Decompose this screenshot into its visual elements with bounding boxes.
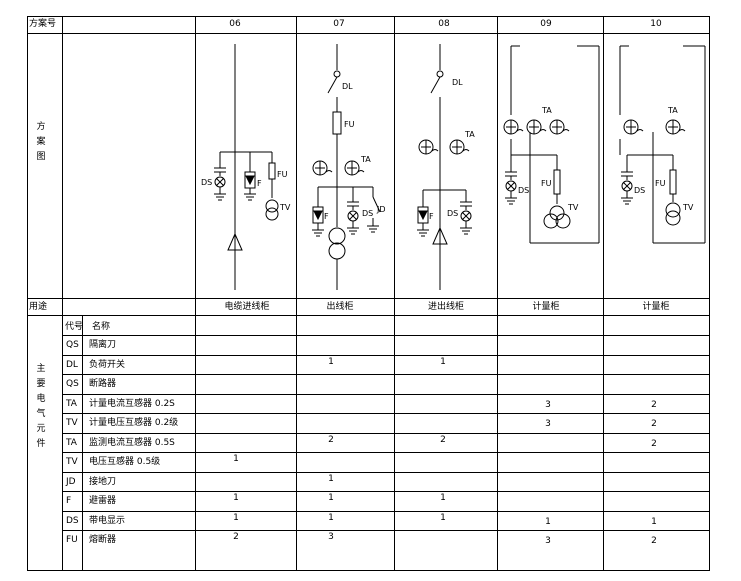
scheme-06-no: 06 [229, 19, 241, 29]
component-name: 负荷开关 [89, 359, 126, 370]
scheme-10-diagram [619, 45, 706, 244]
s09-ds-label: DS [518, 186, 529, 195]
component-name: 电压互感器 0.5级 [89, 457, 161, 467]
component-count-scheme-09: 1 [545, 516, 551, 527]
s07-fu-label: FU [344, 120, 355, 129]
component-count-scheme-07: 1 [328, 356, 334, 367]
component-code: QS [66, 379, 79, 389]
scheme-08-diagram [417, 44, 472, 290]
component-count-scheme-08: 1 [440, 356, 446, 367]
components-side-label: 主要电气元件 [36, 364, 46, 449]
s10-tv-label: TV [682, 203, 694, 212]
component-name: 接地刀 [89, 476, 117, 487]
s07-f-label: F [324, 212, 329, 221]
scheme-09-diagram [503, 45, 600, 244]
component-count-scheme-06: 1 [233, 512, 239, 523]
component-count-scheme-07: 2 [328, 434, 334, 445]
s09-tv-label: TV [567, 203, 579, 212]
scheme-07-no: 07 [333, 19, 345, 29]
s06-tv-label: TV [279, 203, 291, 212]
scheme-08-no: 08 [438, 19, 450, 29]
s07-ds-label: DS [362, 209, 373, 218]
component-code: TV [66, 418, 78, 428]
component-count-scheme-06: 2 [233, 532, 239, 542]
diagram-side-label: 方案图 [36, 122, 46, 162]
component-code: F [66, 496, 72, 506]
component-count-scheme-08: 2 [440, 434, 446, 445]
component-name: 带电显示 [89, 515, 126, 526]
component-code: TA [66, 437, 77, 448]
usage-side-label: 用途 [29, 302, 48, 312]
component-count-scheme-06: 1 [233, 493, 239, 503]
scheme-no-label: 方案号 [29, 19, 57, 29]
s07-dl-label: DL [342, 82, 353, 91]
code-column-header: 代号 [65, 322, 84, 332]
component-code: DS [66, 515, 79, 526]
component-count-scheme-10: 2 [651, 399, 657, 410]
component-code: QS [66, 340, 79, 350]
component-count-scheme-07: 1 [328, 512, 334, 523]
component-count-scheme-08: 1 [440, 512, 446, 523]
scheme-07-usage: 出线柜 [326, 302, 354, 312]
scheme-08-usage: 进出线柜 [427, 302, 465, 312]
s10-ta-label: TA [667, 106, 678, 115]
component-count-scheme-07: 1 [328, 473, 334, 484]
s07-jd-label: JD [376, 205, 386, 214]
s08-f-label: F [429, 212, 434, 221]
component-count-scheme-07: 1 [328, 493, 334, 503]
component-name: 断路器 [89, 379, 117, 389]
s09-fu-label: FU [541, 179, 552, 188]
component-name: 计量电压互感器 0.2级 [89, 418, 179, 428]
ct-wave-marks [325, 129, 686, 173]
component-count-scheme-07: 3 [328, 532, 334, 542]
component-code: TA [66, 398, 77, 409]
component-name: 熔断器 [89, 535, 117, 545]
component-count-scheme-10: 2 [651, 438, 657, 449]
component-name: 计量电流互感器 0.2S [89, 398, 175, 409]
component-count-scheme-10: 2 [651, 419, 657, 429]
component-count-scheme-08: 1 [440, 493, 446, 503]
scheme-07-diagram [312, 44, 381, 290]
scheme-06-usage: 电缆进线柜 [224, 302, 270, 312]
s09-ta-label: TA [541, 106, 552, 115]
component-code: DL [66, 359, 78, 370]
s10-ds-label: DS [634, 186, 645, 195]
component-count-scheme-06: 1 [233, 454, 239, 464]
s08-ta-label: TA [464, 130, 475, 139]
scheme-10-usage: 计量柜 [642, 302, 670, 312]
component-count-scheme-10: 2 [651, 536, 657, 546]
component-code: TV [66, 457, 78, 467]
scheme-10-no: 10 [650, 19, 662, 29]
s06-f-label: F [257, 179, 262, 188]
component-count-scheme-09: 3 [545, 536, 551, 546]
table-frame [27, 16, 710, 571]
component-code: FU [66, 535, 78, 545]
component-count-scheme-09: 3 [545, 399, 551, 410]
s08-ds-label: DS [447, 209, 458, 218]
s06-ds-label: DS [201, 178, 212, 187]
name-column-header: 名称 [92, 322, 111, 332]
component-name: 隔离刀 [89, 340, 117, 350]
component-name: 避雷器 [89, 496, 117, 506]
scheme-06-diagram [214, 44, 279, 290]
s07-ta-label: TA [360, 155, 371, 164]
s08-dl-label: DL [452, 78, 463, 87]
scheme-09-no: 09 [540, 19, 552, 29]
component-count-scheme-09: 3 [545, 419, 551, 429]
component-code: JD [66, 476, 76, 487]
s06-fu-label: FU [277, 170, 288, 179]
scheme-09-usage: 计量柜 [532, 302, 560, 312]
s10-fu-label: FU [655, 179, 666, 188]
component-name: 监测电流互感器 0.5S [89, 437, 175, 448]
component-count-scheme-10: 1 [651, 516, 657, 527]
